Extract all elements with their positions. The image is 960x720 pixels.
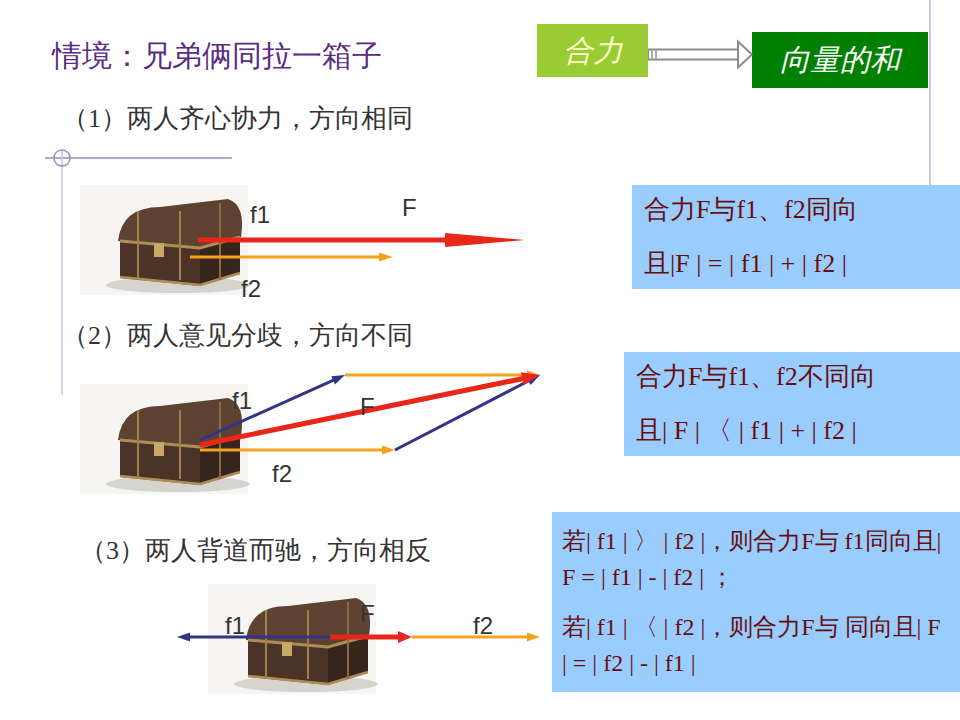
force-label: f1 [225, 612, 245, 641]
force-label: f1 [250, 201, 270, 230]
force-shaft [189, 636, 330, 639]
force-head [398, 631, 412, 643]
chest-strap [137, 410, 139, 479]
force-label: f1 [232, 387, 252, 416]
chest-strap [137, 211, 139, 280]
case-heading: （2）两人意见分歧，方向不同 [62, 320, 413, 351]
force-head [527, 633, 540, 642]
force-arrow [395, 375, 540, 450]
box-text: 合力 [563, 33, 623, 69]
arrow-head [738, 42, 752, 68]
chest-strap [347, 602, 349, 679]
force-label: F [402, 194, 417, 223]
force-label: f2 [473, 612, 493, 641]
force-shaft [345, 374, 528, 377]
force-head [445, 233, 525, 247]
chest-strap [307, 610, 309, 679]
chest-strap [179, 410, 181, 479]
conclusion-box: 合力F与f1、f2不同向且| F | 〈 | f1 | + | f2 | [624, 352, 960, 456]
slide-title: 情境：兄弟俩同拉一箱子 [52, 38, 382, 74]
force-shaft [412, 636, 528, 639]
force-head [521, 372, 540, 385]
conclusion-text: 合力F与f1、f2同向 [644, 191, 858, 229]
force-shaft [200, 449, 383, 452]
arrow-stripe [651, 51, 653, 59]
concept-box: 合力 [537, 24, 648, 77]
force-arrow [198, 233, 525, 247]
chest-lock [154, 442, 164, 456]
conclusion-box: 合力F与f1、f2同向且|F | = | f1 | + | f2 | [632, 185, 960, 289]
force-shaft [330, 635, 399, 640]
frame-line [929, 0, 931, 186]
force-head [331, 375, 345, 384]
force-head [379, 253, 393, 262]
arrow-outline [648, 49, 738, 61]
force-arrow [200, 372, 540, 445]
force-arrow [345, 371, 540, 380]
force-arrow [330, 631, 412, 643]
force-arrow [200, 446, 395, 455]
conclusion-text: 若| f1 | 〉 | f2 |，则合力F与 f1同向且| F = | f1 |… [562, 523, 950, 595]
force-head [382, 446, 395, 455]
box-text: 向量的和 [780, 42, 900, 78]
conclusion-text: 且| F | 〈 | f1 | + | f2 | [636, 412, 857, 450]
force-label: F [360, 393, 375, 422]
force-label: f2 [272, 460, 292, 489]
force-head [177, 633, 190, 642]
force-shaft [198, 238, 446, 243]
conclusion-box: 若| f1 | 〉 | f2 |，则合力F与 f1同向且| F = | f1 |… [552, 512, 960, 692]
arrow-stripe [655, 51, 657, 59]
force-arrow [177, 633, 330, 642]
case-heading: （1）两人齐心协力，方向相同 [62, 103, 413, 134]
chest-strap [265, 610, 267, 679]
chest-strap [179, 211, 181, 280]
frame-ornament [54, 150, 70, 166]
force-label: f2 [241, 275, 261, 304]
frame-line [45, 157, 232, 159]
frame-line [61, 150, 63, 395]
conclusion-text: 若| f1 | 〈 | f2 |，则合力F与 同向且| F | = | f2 |… [562, 609, 950, 681]
chest-lock [282, 642, 292, 656]
force-shaft [200, 378, 523, 445]
force-arrow [190, 253, 393, 262]
conclusion-text: 合力F与f1、f2不同向 [636, 358, 876, 396]
case-heading: （3）两人背道而驰，方向相反 [80, 535, 431, 566]
force-label: F [360, 600, 375, 629]
arrow-fill [649, 51, 739, 59]
concept-box: 向量的和 [752, 32, 928, 88]
force-shaft [190, 256, 380, 259]
conclusion-text: 且|F | = | f1 | + | f2 | [644, 245, 847, 283]
hollow-arrow [648, 42, 752, 68]
chest-lock [154, 243, 164, 257]
